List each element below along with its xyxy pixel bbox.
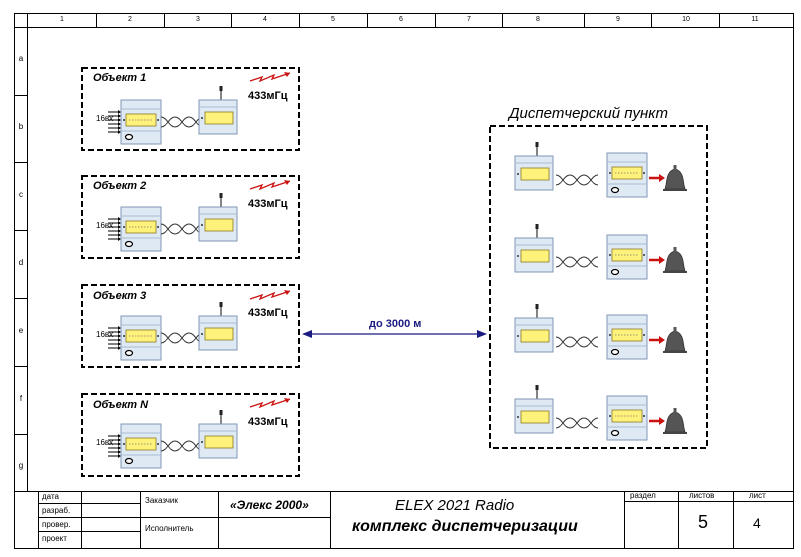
column-number: 11 (751, 16, 759, 23)
column-number: 6 (399, 16, 403, 23)
object-group-3 (81, 284, 300, 368)
row-letter: b (18, 122, 24, 131)
row-letter: d (18, 258, 24, 267)
column-number: 10 (682, 16, 690, 23)
inputs-label: 16вх (96, 330, 114, 339)
object-title: Объект N (93, 399, 149, 411)
row-letter: c (19, 190, 23, 199)
object-group-1 (81, 67, 300, 151)
frequency-label: 433мГц (248, 198, 288, 210)
frequency-label: 433мГц (248, 416, 288, 428)
column-number: 8 (536, 16, 540, 23)
tb-label-developed: разраб. (42, 506, 71, 515)
column-number: 9 (616, 16, 620, 23)
column-number: 5 (331, 16, 335, 23)
row-letter: a (18, 54, 24, 63)
customer-name: «Элекс 2000» (230, 498, 309, 512)
tb-label-checked: провер. (42, 520, 71, 529)
column-number: 7 (467, 16, 471, 23)
column-number: 3 (196, 16, 200, 23)
row-letter: f (19, 394, 23, 403)
sheets-count: 5 (698, 512, 709, 532)
object-title: Объект 1 (93, 72, 147, 84)
frequency-label: 433мГц (248, 90, 288, 102)
inputs-label: 16вх (96, 221, 114, 230)
object-group-n (81, 393, 300, 477)
column-number: 2 (128, 16, 132, 23)
row-letter: g (18, 461, 24, 470)
distance-link-arrow (302, 330, 487, 338)
object-group-2 (81, 175, 300, 259)
document-title-line1: ELEX 2021 Radio (395, 497, 515, 514)
inputs-label: 16вх (96, 114, 114, 123)
frequency-label: 433мГц (248, 307, 288, 319)
sheet-number: 4 (753, 515, 761, 531)
column-number: 1 (60, 16, 64, 23)
distance-label: до 3000 м (369, 318, 422, 330)
tb-label-project: проект (42, 534, 67, 543)
object-title: Объект 3 (93, 290, 147, 302)
tb-label-executor: Исполнитель (145, 524, 194, 533)
object-title: Объект 2 (93, 180, 147, 192)
document-title-line2: комплекс диспетчеризации (352, 518, 578, 535)
inputs-label: 16вх (96, 438, 114, 447)
dispatch-center (489, 125, 708, 449)
tb-label-customer: Заказчик (145, 496, 178, 505)
tb-label-date: дата (42, 492, 59, 501)
tb-label-sheet: лист (749, 491, 766, 500)
column-number: 4 (263, 16, 267, 23)
dispatch-title: Диспетчерский пункт (509, 105, 668, 122)
tb-label-sheets: листов (689, 491, 715, 500)
row-letter: e (18, 326, 24, 335)
tb-label-section: раздел (630, 491, 656, 500)
